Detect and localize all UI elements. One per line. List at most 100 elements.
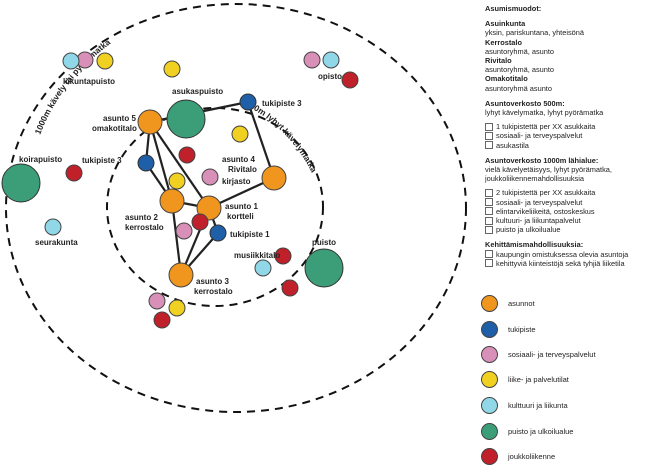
type-heading: Asuinkunta — [485, 19, 526, 29]
housing-node — [159, 188, 185, 214]
checkbox-item[interactable]: puisto ja ulkoilualue — [485, 225, 651, 234]
label-puisto: puisto — [312, 238, 336, 247]
checkbox-label: kaupungin omistuksessa olevia asuntoja — [496, 249, 629, 259]
label-opisto: opisto — [318, 72, 342, 81]
legend-swatch — [481, 294, 498, 312]
checkbox[interactable] — [485, 132, 493, 141]
checkbox-item[interactable]: 2 tukipistettä per XX asukkaita — [485, 188, 651, 197]
checkbox-item[interactable]: kaupungin omistuksessa olevia asuntoja — [485, 250, 651, 259]
label-musiikkitalo: musiikkitalo — [234, 251, 280, 260]
checkbox-item[interactable]: kehittyviä kiinteistöjä sekä tyhjiä liik… — [485, 259, 651, 268]
checkbox-label: 1 tukipistettä per XX asukkaita — [496, 122, 596, 132]
label-asunto-3: asunto 3 — [196, 277, 229, 286]
label-rivitalo: Rivitalo — [228, 165, 257, 174]
transport-node — [178, 146, 196, 164]
support-point-node — [209, 224, 227, 242]
network-diagram: 1000m kävely tai pyörämatka 500m lyhyt k… — [1, 3, 467, 413]
type-heading: Kerrostalo — [485, 37, 522, 47]
label-omakotitalo: omakotitalo — [92, 124, 137, 133]
housing-node — [196, 195, 222, 221]
checkbox[interactable] — [485, 259, 493, 268]
type-text: asuntoryhmä asunto — [485, 83, 552, 93]
checkbox-item[interactable]: sosiaali- ja terveyspalvelut — [485, 198, 651, 207]
network-500m-text: lyhyt kävelymatka, lyhyt pyörämatka — [485, 108, 604, 118]
support-point-node — [137, 154, 155, 172]
shop-service-node — [163, 60, 181, 78]
legend-item: asunnot — [481, 293, 535, 313]
housing-node — [168, 262, 194, 288]
shop-service-node — [96, 52, 114, 70]
culture-sports-node — [44, 218, 62, 236]
legend-swatch — [481, 422, 498, 440]
legend-swatch — [481, 345, 498, 363]
social-health-node — [148, 292, 166, 310]
housing-node — [261, 165, 287, 191]
legend-label: liike- ja palvelutilat — [508, 374, 569, 384]
label-asunto-4: asunto 4 — [222, 155, 255, 164]
network-1000m-text: joukkoliikennemahdollisuuksia — [485, 174, 585, 184]
inner-range-circle — [106, 107, 324, 307]
checkbox[interactable] — [485, 207, 493, 216]
legend-item: liike- ja palvelutilat — [481, 369, 569, 389]
legend-label: asunnot — [508, 298, 535, 308]
culture-sports-node — [322, 51, 340, 69]
social-health-node — [201, 168, 219, 186]
checkbox[interactable] — [485, 141, 493, 150]
label-seurakunta: seurakunta — [35, 238, 78, 247]
legend-swatch — [481, 396, 498, 414]
legend-label: sosiaali- ja terveyspalvelut — [508, 349, 596, 359]
outer-range-circle — [5, 3, 467, 413]
label-tukipiste-3-left: tukipiste 3 — [82, 156, 122, 165]
label-tukipiste-3-top: tukipiste 3 — [262, 99, 302, 108]
checkbox-item[interactable]: sosiaali- ja terveyspalvelut — [485, 131, 651, 140]
park-node — [1, 163, 41, 203]
legend-label: kulttuuri ja liikunta — [508, 400, 568, 410]
network-500m-heading: Asuntoverkosto 500m: — [485, 98, 565, 108]
checkbox-item[interactable]: asukastila — [485, 141, 651, 150]
checkbox[interactable] — [485, 225, 493, 234]
transport-node — [274, 247, 292, 265]
outer-arc-label: 1000m kävely tai pyörämatka — [33, 37, 113, 136]
legend-swatch — [481, 370, 498, 388]
checkbox[interactable] — [485, 198, 493, 207]
support-point-node — [239, 93, 257, 111]
social-health-node — [175, 222, 193, 240]
label-kerrostalo-2: kerrostalo — [125, 223, 164, 232]
label-tukipiste-1: tukipiste 1 — [230, 230, 270, 239]
legend-label: puisto ja ulkoilualue — [508, 426, 574, 436]
type-text: asuntoryhmä, asunto — [485, 65, 555, 75]
transport-node — [281, 279, 299, 297]
type-text: yksin, pariskuntana, yhteisönä — [485, 28, 585, 38]
label-kirjasto: kirjasto — [222, 177, 251, 186]
checkbox[interactable] — [485, 216, 493, 225]
park-node — [166, 99, 206, 139]
checkbox[interactable] — [485, 189, 493, 198]
checkbox[interactable] — [485, 250, 493, 259]
legend-item: tukipiste — [481, 319, 536, 339]
legend-label: joukkoliikenne — [508, 451, 556, 461]
legend-item: kulttuuri ja liikunta — [481, 395, 568, 415]
label-kerrostalo-3: kerrostalo — [194, 287, 233, 296]
development-heading: Kehittämismahdollisuuksia: — [485, 240, 584, 250]
development-options: Kehittämismahdollisuuksia: kaupungin omi… — [485, 240, 651, 268]
network-1000m: Asuntoverkosto 1000m lähialue: vielä käv… — [485, 156, 651, 235]
label-asunto-1: asunto 1 — [225, 202, 258, 211]
checkbox-item[interactable]: elintarvikeliikeitä, ostoskeskus — [485, 207, 651, 216]
culture-sports-node — [62, 52, 80, 70]
housing-types: Asuinkunta yksin, pariskuntana, yhteisön… — [485, 19, 651, 93]
shop-service-node — [168, 299, 186, 317]
park-node — [304, 248, 344, 288]
social-health-node — [303, 51, 321, 69]
legend-swatch — [481, 447, 498, 465]
checkbox-label: kehittyviä kiinteistöjä sekä tyhjiä liik… — [496, 258, 625, 268]
checkbox[interactable] — [485, 122, 493, 131]
transport-node — [65, 164, 83, 182]
checkbox-item[interactable]: 1 tukipistettä per XX asukkaita — [485, 122, 651, 131]
transport-node — [153, 311, 171, 329]
label-koirapuisto: koirapuisto — [19, 155, 62, 164]
checkbox-item[interactable]: kultuuri- ja liikuntapalvelut — [485, 216, 651, 225]
label-asunto-2: asunto 2 — [125, 213, 158, 222]
connection-lines — [144, 100, 276, 276]
legend-item: joukkoliikenne — [481, 446, 555, 466]
legend-item: sosiaali- ja terveyspalvelut — [481, 344, 596, 364]
